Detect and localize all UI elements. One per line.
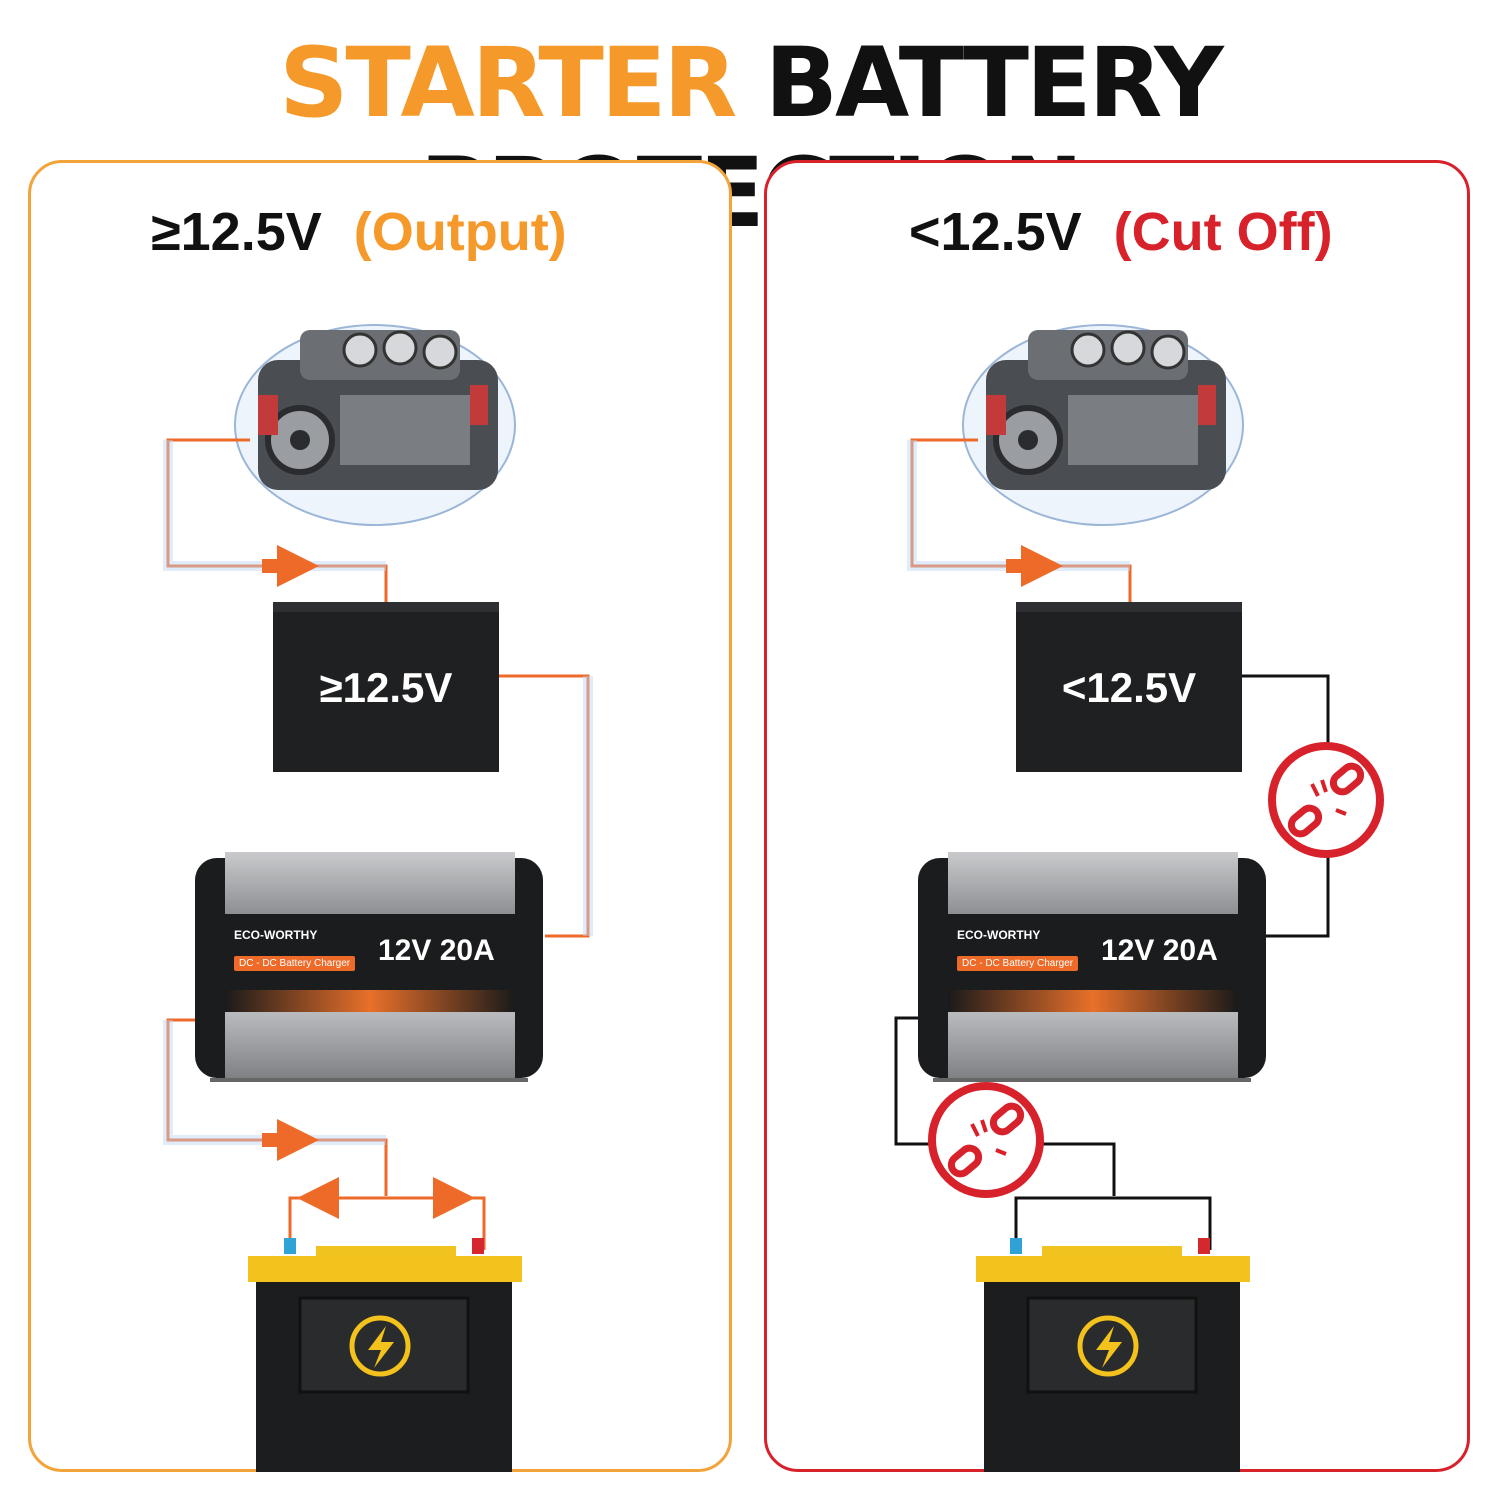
voltage-threshold: <12.5V <box>909 202 1082 262</box>
starter-battery-label: <12.5V <box>1061 664 1197 711</box>
wire-engine-to-battery <box>166 438 388 602</box>
wire-battery-to-charger <box>499 674 590 938</box>
state-label: (Output) <box>353 202 567 262</box>
charger-badge: DC - DC Battery Charger <box>957 956 1079 971</box>
right-diagram <box>894 324 1384 1472</box>
broken-link-icon <box>1268 742 1384 858</box>
title-word-starter: STARTER <box>279 27 737 139</box>
lightning-icon <box>349 1315 411 1377</box>
charger-brand: ECO-WORTHY <box>957 928 1041 942</box>
starter-battery-label: ≥12.5V <box>319 664 453 711</box>
left-diagram <box>163 324 593 1472</box>
engine-icon <box>234 324 516 526</box>
broken-link-icon <box>928 1082 1044 1198</box>
engine-icon <box>962 324 1244 526</box>
charger-model: 12V 20A <box>378 934 495 967</box>
panel-heading: ≥12.5V (Output) <box>151 201 567 263</box>
lightning-icon <box>1077 1315 1139 1377</box>
state-label: (Cut Off) <box>1113 202 1333 262</box>
charger-badge: DC - DC Battery Charger <box>234 956 356 971</box>
aux-battery <box>248 1238 522 1472</box>
charger-model: 12V 20A <box>1101 934 1218 967</box>
wire-charger-to-aux <box>166 1018 388 1196</box>
charger-brand: ECO-WORTHY <box>234 928 318 942</box>
panel-heading: <12.5V (Cut Off) <box>909 201 1333 263</box>
starter-battery <box>273 602 499 772</box>
wire-charger-to-aux <box>894 1016 1116 1196</box>
wire-engine-to-battery <box>910 438 1132 602</box>
voltage-threshold: ≥12.5V <box>151 202 322 262</box>
aux-battery <box>976 1238 1250 1472</box>
starter-battery <box>1016 602 1242 772</box>
